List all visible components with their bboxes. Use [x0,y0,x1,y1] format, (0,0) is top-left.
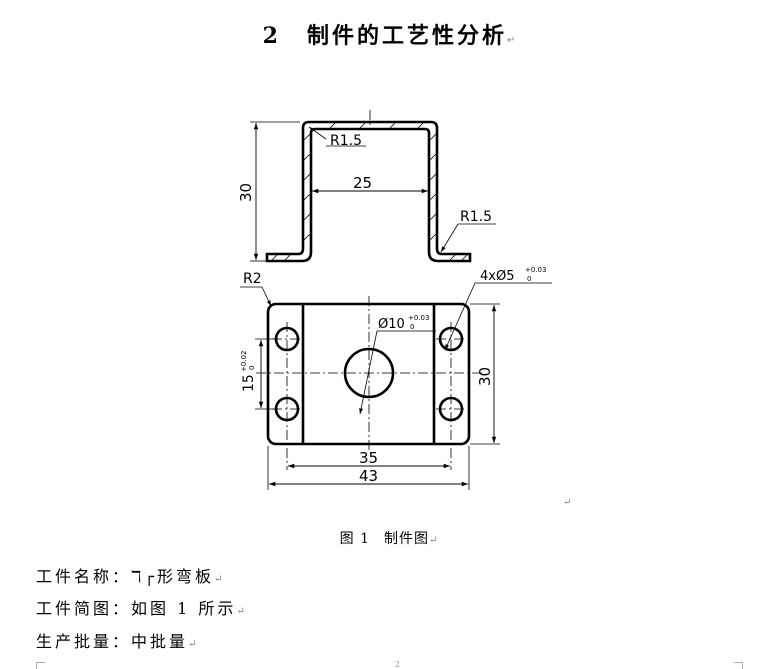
info-line-name: 工件名称：ℸ┌形弯板↵ [36,563,225,587]
paragraph-mark: ↵ [563,497,572,508]
margin-corner-mark [36,662,45,669]
caption-text: 制件图 [383,531,429,547]
center-tol-lower: 0 [410,323,414,331]
left-dim-label: 15 [241,374,257,392]
holes-tol-upper: +0.03 [525,266,546,274]
caption-prefix: 图 1 [339,531,370,547]
center-tol-upper: +0.03 [408,314,429,322]
paragraph-mark: ↵ [188,639,200,650]
info-value: 如图 1 所示 [131,599,237,618]
info-value: ℸ┌形弯板 [131,567,214,586]
holes-tol-lower: 0 [527,275,531,283]
width-dim-label: 25 [353,174,372,192]
radius-right-label: R1.5 [460,209,492,225]
right-dim-label: 30 [476,367,494,386]
holes-dim-label: 4xØ5 [480,269,514,284]
paragraph-mark: ↵ [506,35,516,46]
info-line-batch: 生产批量：中批量↵ [36,628,199,652]
height-dim-label: 30 [237,183,255,202]
section-number: 2 [262,23,281,49]
front-view [250,110,496,263]
info-label: 工件名称： [36,567,132,586]
figure-caption: 图 1 制件图↵ [0,528,778,548]
top-view [240,282,552,490]
info-value: 中批量 [131,632,189,651]
margin-corner-mark [734,662,743,669]
info-label: 生产批量： [36,632,132,651]
section-title: 制件的工艺性分析 [306,24,507,49]
page-number: 2 [395,660,401,669]
radius-top-label: R1.5 [330,133,362,149]
paragraph-mark: ↵ [213,574,226,585]
left-tol-upper: +0.02 [240,351,248,372]
dim-43-label: 43 [359,467,378,485]
corner-radius-label: R2 [243,271,262,287]
left-tol-lower: 0 [248,366,256,370]
dim-35-label: 35 [359,449,378,467]
info-label: 工件简图： [36,599,132,618]
info-line-sketch: 工件简图：如图 1 所示↵ [36,595,248,619]
paragraph-mark: ↵ [428,535,439,546]
section-heading: 2 制件的工艺性分析↵ [0,18,778,50]
center-hole-label: Ø10 [378,317,405,332]
paragraph-mark: ↵ [236,606,248,617]
